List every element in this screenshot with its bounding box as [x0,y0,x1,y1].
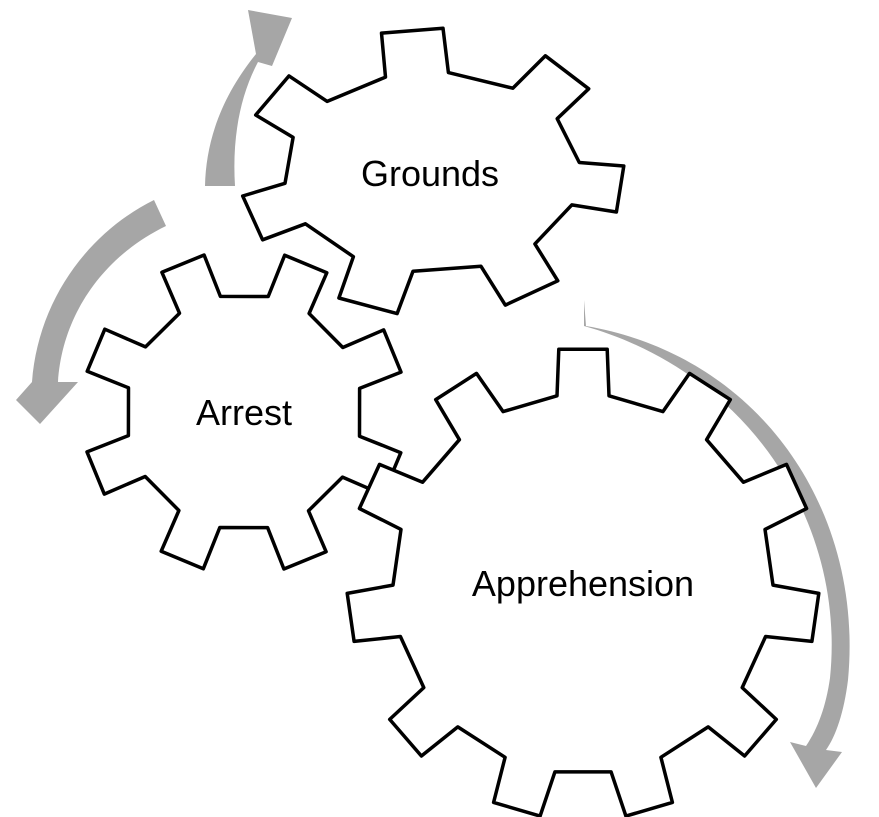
cycle-arrows [16,10,850,788]
cycle-arrow-top [205,10,292,186]
gear-grounds-label: Grounds [361,153,499,194]
gear-arrest: Arrest [85,253,403,571]
cycle-arrow-left [16,200,166,424]
gear-apprehension-shape [345,347,821,817]
cycle-arrow-right [584,300,850,788]
gear-arrest-label: Arrest [196,392,292,433]
gear-grounds: Grounds [240,26,626,316]
gear-grounds-shape [240,26,626,316]
gear-arrest-shape [85,253,403,571]
gear-apprehension: Apprehension [345,347,821,817]
gear-apprehension-label: Apprehension [472,563,694,604]
